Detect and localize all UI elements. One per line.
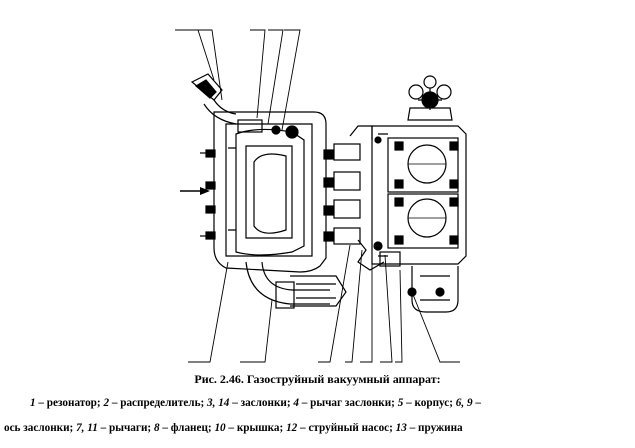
legend-line-1: 1 – резонатор; 2 – распределитель; 3, 14… xyxy=(30,397,481,409)
legend-text: – струйный насос; xyxy=(297,422,396,434)
legend-line-2: ось заслонки; 7, 11 – рычаги; 8 – фланец… xyxy=(4,422,463,434)
legend-number: 7, 11 xyxy=(76,422,98,434)
legend-text: – рычаг заслонки; xyxy=(298,397,398,409)
resonator-fitting xyxy=(190,73,237,125)
legend-text: – заслонки; xyxy=(229,397,294,409)
technical-drawing xyxy=(175,29,467,363)
legend-number: 10 xyxy=(214,422,226,434)
bottom-outlet-flange xyxy=(407,266,459,313)
legend-number: 4 xyxy=(293,397,299,409)
distributor-body xyxy=(213,111,327,273)
bottom-pipe xyxy=(245,261,347,309)
legend-text: – корпус; xyxy=(403,397,456,409)
legend-text: ось заслонки; xyxy=(4,422,77,434)
legend-text: – xyxy=(472,397,481,409)
legend-number: 5 xyxy=(397,397,404,409)
legend-text: – фланец; xyxy=(159,422,215,434)
legend-number: 12 xyxy=(286,422,298,434)
legend-text: – резонатор; xyxy=(35,397,104,409)
legend-text: – распределитель; xyxy=(109,397,208,409)
leader-lines-bottom xyxy=(188,244,460,363)
legend-text: – рычаги; xyxy=(97,422,154,434)
legend-number: 8 xyxy=(153,422,160,434)
legend-number: 2 xyxy=(103,397,110,409)
legend-text: – крышка; xyxy=(225,422,287,434)
legend-number: 13 xyxy=(395,422,407,434)
legend-text: – пружина xyxy=(406,422,463,434)
leader-lines-top xyxy=(175,29,301,131)
legend-number: 6, 9 xyxy=(455,397,473,409)
figure-title: Рис. 2.46. Газоструйный вакуумный аппара… xyxy=(194,372,441,386)
connecting-ducts xyxy=(333,125,373,245)
jet-pump-cover xyxy=(371,125,467,265)
left-flange-bolts xyxy=(200,149,216,240)
inlet-arrow-icon xyxy=(180,187,210,195)
spring-linkage xyxy=(357,239,401,271)
top-valve-fitting xyxy=(407,75,453,121)
legend-number: 1 xyxy=(30,397,36,409)
body-bolts xyxy=(323,149,334,242)
legend-number: 3, 14 xyxy=(207,397,230,409)
